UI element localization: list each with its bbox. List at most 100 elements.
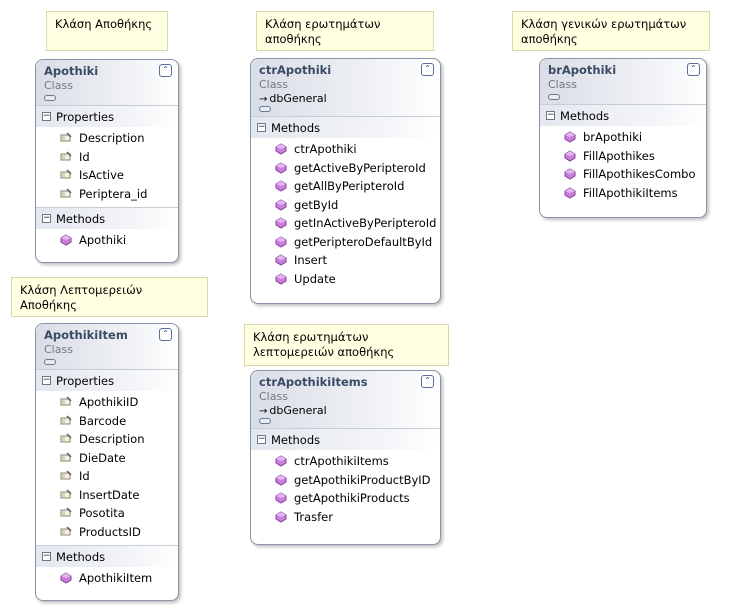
class-header[interactable]: ApothikiItem Class ⌃: [36, 324, 178, 369]
collapse-chevron-icon[interactable]: ⌃: [421, 375, 434, 388]
method-item[interactable]: FillApothikesCombo: [540, 165, 706, 184]
inherit-arrow-icon: →: [259, 406, 268, 417]
section-properties[interactable]: − Properties: [36, 105, 178, 127]
property-item[interactable]: DieDate: [36, 449, 178, 468]
property-item[interactable]: ApothikiID: [36, 393, 178, 412]
link-icon: [44, 359, 56, 365]
class-header[interactable]: Apothiki Class ⌃: [36, 60, 178, 105]
property-name: IsActive: [79, 168, 124, 183]
method-item[interactable]: brApothiki: [540, 128, 706, 147]
class-ctr-apothiki-items[interactable]: ctrApothikiItems Class →dbGeneral ⌃ − Me…: [250, 370, 441, 545]
minus-icon[interactable]: −: [42, 213, 51, 223]
property-icon: [60, 151, 72, 163]
property-icon: [60, 188, 72, 200]
method-name: ctrApothikiItems: [294, 454, 389, 469]
minus-icon[interactable]: −: [42, 375, 51, 385]
property-name: Posotita: [79, 506, 125, 521]
collapse-chevron-icon[interactable]: ⌃: [159, 64, 172, 77]
property-name: ApothikiID: [79, 395, 139, 410]
collapse-chevron-icon[interactable]: ⌃: [421, 63, 434, 76]
link-icon: [548, 94, 560, 100]
method-name: FillApothikes: [583, 148, 655, 163]
method-item[interactable]: Trasfer: [251, 508, 440, 527]
class-ctr-apothiki[interactable]: ctrApothiki Class →dbGeneral ⌃ − Methods…: [250, 58, 441, 304]
method-item[interactable]: ctrApothikiItems: [251, 452, 440, 471]
method-icon: [275, 273, 287, 285]
method-icon: [564, 187, 576, 199]
method-item[interactable]: Apothiki: [36, 231, 178, 250]
method-item[interactable]: getAllByPeripteroId: [251, 177, 440, 196]
property-item[interactable]: Description: [36, 129, 178, 148]
property-icon: [60, 132, 72, 144]
property-item[interactable]: Description: [36, 430, 178, 449]
section-methods[interactable]: − Methods: [36, 207, 178, 229]
section-label: Methods: [271, 120, 321, 135]
minus-icon[interactable]: −: [257, 434, 266, 444]
methods-list: ApothikiItem: [36, 567, 178, 592]
class-header[interactable]: ctrApothikiItems Class →dbGeneral ⌃: [251, 371, 440, 428]
property-item[interactable]: Id: [36, 467, 178, 486]
method-item[interactable]: getApothikiProducts: [251, 489, 440, 508]
minus-icon[interactable]: −: [546, 110, 555, 120]
method-item[interactable]: FillApothikes: [540, 147, 706, 166]
method-icon: [275, 511, 287, 523]
base-class-name: dbGeneral: [269, 404, 327, 417]
method-name: getById: [294, 197, 339, 212]
section-properties[interactable]: − Properties: [36, 369, 178, 391]
method-icon: [275, 199, 287, 211]
class-header[interactable]: ctrApothiki Class →dbGeneral ⌃: [251, 59, 440, 116]
class-stereotype: Class: [44, 79, 73, 92]
method-icon: [60, 572, 72, 584]
note-br-apothiki: Κλάση γενικών ερωτημάτων αποθήκης: [512, 11, 710, 51]
note-text: Κλάση γενικών ερωτημάτων αποθήκης: [521, 17, 687, 46]
method-item[interactable]: FillApothikiItems: [540, 184, 706, 203]
method-item[interactable]: ctrApothiki: [251, 140, 440, 159]
method-item[interactable]: Insert: [251, 251, 440, 270]
class-stereotype: Class: [259, 78, 288, 91]
property-name: Id: [79, 469, 90, 484]
collapse-chevron-icon[interactable]: ⌃: [159, 328, 172, 341]
property-item[interactable]: Periptera_id: [36, 185, 178, 204]
class-apothiki-item[interactable]: ApothikiItem Class ⌃ − Properties Apothi…: [35, 323, 179, 601]
property-item[interactable]: InsertDate: [36, 486, 178, 505]
base-class-name: dbGeneral: [269, 92, 327, 105]
minus-icon[interactable]: −: [42, 551, 51, 561]
method-item[interactable]: ApothikiItem: [36, 569, 178, 588]
class-header[interactable]: brApothiki Class ⌃: [540, 59, 706, 104]
method-item[interactable]: Update: [251, 270, 440, 289]
section-methods[interactable]: − Methods: [251, 428, 440, 450]
note-ctr-apothiki: Κλάση ερωτημάτων αποθήκης: [256, 11, 434, 51]
method-name: Apothiki: [79, 233, 127, 248]
property-item[interactable]: Barcode: [36, 412, 178, 431]
property-icon: [60, 396, 72, 408]
method-icon: [564, 131, 576, 143]
property-item[interactable]: ProductsID: [36, 523, 178, 542]
method-name: Trasfer: [294, 509, 333, 524]
minus-icon[interactable]: −: [42, 111, 51, 121]
method-item[interactable]: getById: [251, 196, 440, 215]
method-item[interactable]: getInActiveByPeripteroId: [251, 214, 440, 233]
section-methods[interactable]: − Methods: [251, 116, 440, 138]
link-icon: [259, 418, 271, 424]
method-item[interactable]: getPeripteroDefaultById: [251, 233, 440, 252]
section-label: Properties: [56, 109, 115, 124]
method-icon: [275, 492, 287, 504]
class-apothiki[interactable]: Apothiki Class ⌃ − Properties Descriptio…: [35, 59, 179, 263]
method-item[interactable]: getActiveByPeripteroId: [251, 159, 440, 178]
section-methods[interactable]: − Methods: [540, 104, 706, 126]
class-stereotype: Class: [44, 343, 73, 356]
method-name: getInActiveByPeripteroId: [294, 216, 437, 231]
property-item[interactable]: Posotita: [36, 504, 178, 523]
collapse-chevron-icon[interactable]: ⌃: [687, 63, 700, 76]
section-methods[interactable]: − Methods: [36, 545, 178, 567]
class-name: brApothiki: [548, 63, 617, 77]
minus-icon[interactable]: −: [257, 122, 266, 132]
inherit-arrow-icon: →: [259, 94, 268, 105]
property-item[interactable]: Id: [36, 148, 178, 167]
property-item[interactable]: IsActive: [36, 166, 178, 185]
property-icon: [60, 489, 72, 501]
method-item[interactable]: getApothikiProductByID: [251, 471, 440, 490]
